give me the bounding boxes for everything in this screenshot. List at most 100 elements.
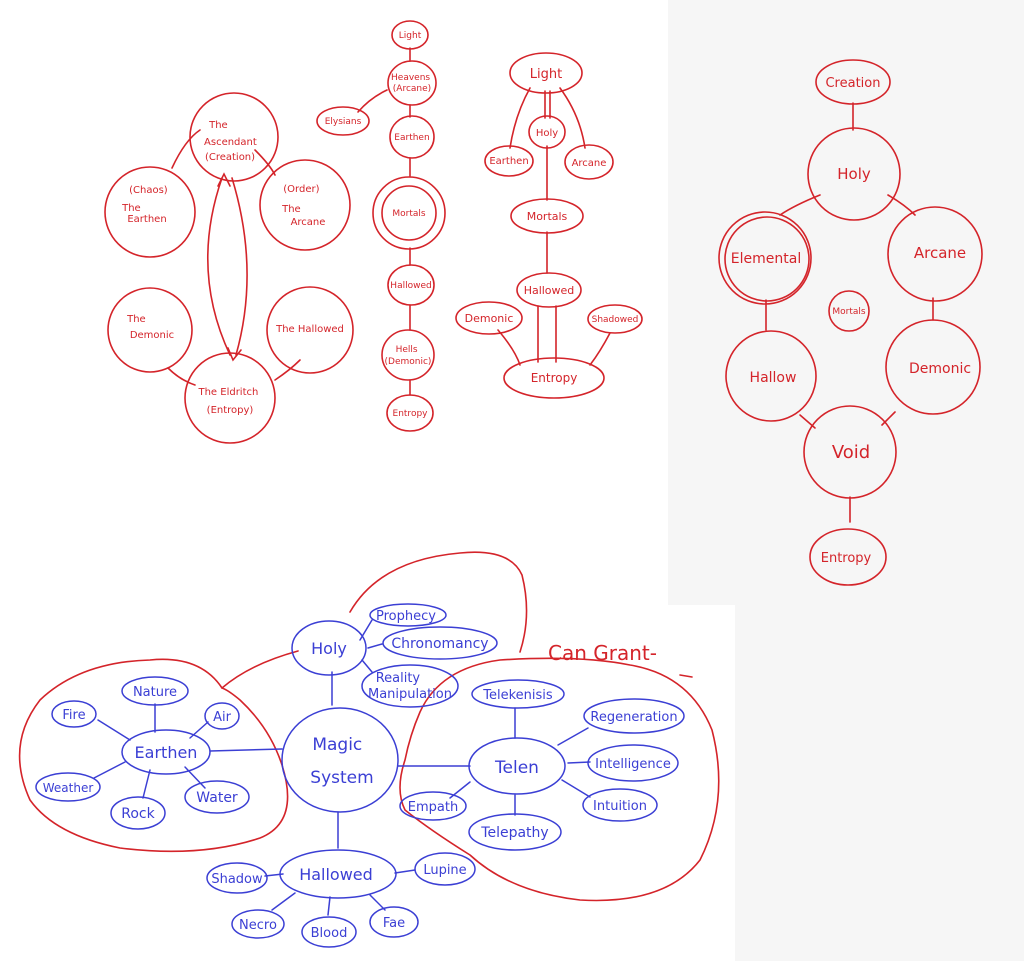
chain-node-hallowed-label: Hallowed bbox=[390, 281, 431, 291]
magic-node-telepathy-label: Telepathy bbox=[480, 825, 548, 841]
diamond-diagram: Creation Holy Elemental Arcane Mortals H… bbox=[718, 59, 983, 586]
can-grant-mark bbox=[679, 674, 693, 678]
node-ascendant bbox=[189, 92, 279, 182]
diamond-node-demonic-label: Demonic bbox=[909, 361, 971, 377]
magic-node-center bbox=[281, 707, 399, 813]
magic-node-hallowed bbox=[279, 849, 397, 899]
node-ascendant-label: The Ascendant (Creation) bbox=[204, 120, 260, 163]
magic-node-holy-label: Holy bbox=[311, 639, 347, 658]
magic-node-weather bbox=[35, 772, 101, 802]
node-hallowed bbox=[266, 286, 354, 374]
connector bbox=[209, 748, 283, 752]
magic-node-chronomancy bbox=[382, 626, 498, 660]
magic-node-empath bbox=[399, 791, 467, 821]
tree-node-demonic-label: Demonic bbox=[465, 312, 514, 325]
connector bbox=[509, 87, 531, 149]
magic-node-telepathy bbox=[468, 813, 562, 851]
tree-node-entropy bbox=[503, 357, 605, 399]
connector bbox=[589, 332, 611, 366]
node-arcane bbox=[259, 159, 351, 251]
node-eldritch bbox=[184, 352, 276, 444]
connector bbox=[93, 761, 126, 779]
connector bbox=[97, 719, 131, 741]
magic-node-blood bbox=[301, 916, 357, 948]
magic-node-intelligence bbox=[587, 744, 679, 782]
chain-node-elysians bbox=[316, 106, 370, 136]
chain-node-earthen bbox=[389, 115, 435, 159]
magic-node-chronomancy-label: Chronomancy bbox=[391, 636, 488, 652]
magic-node-regeneration-label: Regeneration bbox=[590, 710, 677, 725]
connector bbox=[367, 643, 383, 649]
magic-node-intelligence-label: Intelligence bbox=[595, 757, 671, 772]
diamond-node-entropy-label: Entropy bbox=[821, 551, 872, 566]
arrow-head bbox=[217, 172, 231, 187]
node-arcane-label: (Order) The Arcane bbox=[281, 184, 325, 228]
tree-node-arcane bbox=[564, 144, 614, 180]
magic-node-prophecy-label: Prophecy bbox=[376, 609, 436, 624]
magic-system-diagram: Can Grant- Magic System bbox=[18, 551, 720, 948]
holy-link-curve bbox=[221, 650, 299, 689]
node-demonic-label: The Demonic bbox=[126, 314, 174, 341]
magic-node-water bbox=[184, 780, 250, 814]
magic-node-telekenisis bbox=[471, 679, 565, 709]
magic-node-rock bbox=[110, 796, 166, 830]
chain-node-mortals-outer bbox=[372, 176, 446, 250]
node-earthen bbox=[104, 166, 196, 258]
chain-node-entropy-label: Entropy bbox=[393, 409, 429, 419]
background-patch bbox=[735, 605, 1024, 961]
diamond-node-hallow bbox=[725, 330, 817, 422]
chain-node-hells-label: Hells (Demonic) bbox=[385, 345, 432, 367]
magic-node-reality-label: Reality Manipulation bbox=[368, 671, 452, 702]
magic-node-rock-label: Rock bbox=[121, 806, 155, 822]
diamond-node-entropy bbox=[809, 528, 887, 586]
tree-node-shadowed bbox=[587, 304, 643, 334]
connector bbox=[254, 149, 276, 176]
chain-node-earthen-label: Earthen bbox=[394, 133, 429, 143]
tree-node-holy bbox=[528, 115, 566, 149]
connector bbox=[881, 411, 896, 426]
diamond-node-void-label: Void bbox=[832, 442, 870, 463]
connector bbox=[394, 869, 416, 874]
diamond-node-arcane-label: Arcane bbox=[914, 244, 966, 262]
node-earthen-label: (Chaos) The Earthen bbox=[121, 185, 171, 225]
magic-node-shadow-label: Shadow bbox=[211, 872, 263, 887]
tree-node-demonic bbox=[455, 301, 523, 335]
magic-node-telen-label: Telen bbox=[494, 758, 539, 778]
magic-node-necro bbox=[231, 909, 285, 939]
diamond-node-elemental bbox=[718, 211, 812, 305]
magic-node-fire-label: Fire bbox=[62, 708, 85, 723]
magic-node-telen bbox=[468, 737, 566, 795]
diamond-node-demonic bbox=[885, 319, 981, 415]
chain-node-light bbox=[391, 20, 429, 50]
diamond-node-creation bbox=[815, 59, 891, 105]
chain-node-heavens-label: Heavens (Arcane) bbox=[391, 73, 433, 94]
diamond-node-elemental-inner bbox=[724, 216, 810, 302]
node-eldritch-label: The Eldritch (Entropy) bbox=[197, 387, 261, 416]
holy-group-outline bbox=[349, 551, 528, 653]
magic-node-nature bbox=[121, 676, 189, 706]
chain-node-mortals-inner bbox=[381, 185, 437, 241]
tree-node-hallowed-label: Hallowed bbox=[524, 284, 575, 297]
diamond-node-holy-label: Holy bbox=[837, 165, 871, 183]
magic-node-air-label: Air bbox=[213, 710, 232, 725]
diamond-node-creation-label: Creation bbox=[825, 76, 880, 91]
connector bbox=[567, 761, 591, 764]
connector bbox=[271, 892, 296, 911]
magic-node-water-label: Water bbox=[196, 790, 238, 806]
magic-node-reality bbox=[361, 664, 459, 708]
magic-node-intuition-label: Intuition bbox=[593, 799, 647, 814]
connector bbox=[167, 367, 196, 386]
chain-node-light-label: Light bbox=[399, 31, 422, 41]
tree-node-entropy-label: Entropy bbox=[531, 371, 578, 385]
connector bbox=[779, 194, 821, 216]
arrow-curve bbox=[231, 177, 248, 356]
magic-node-weather-label: Weather bbox=[43, 781, 94, 795]
connector bbox=[497, 329, 521, 366]
connector bbox=[361, 659, 373, 673]
arrow-curve bbox=[206, 177, 231, 356]
magic-node-empath-label: Empath bbox=[408, 800, 458, 815]
magic-node-lupine bbox=[414, 852, 476, 886]
magic-node-fire bbox=[51, 700, 97, 728]
diamond-node-elemental-label: Elemental bbox=[731, 251, 801, 267]
